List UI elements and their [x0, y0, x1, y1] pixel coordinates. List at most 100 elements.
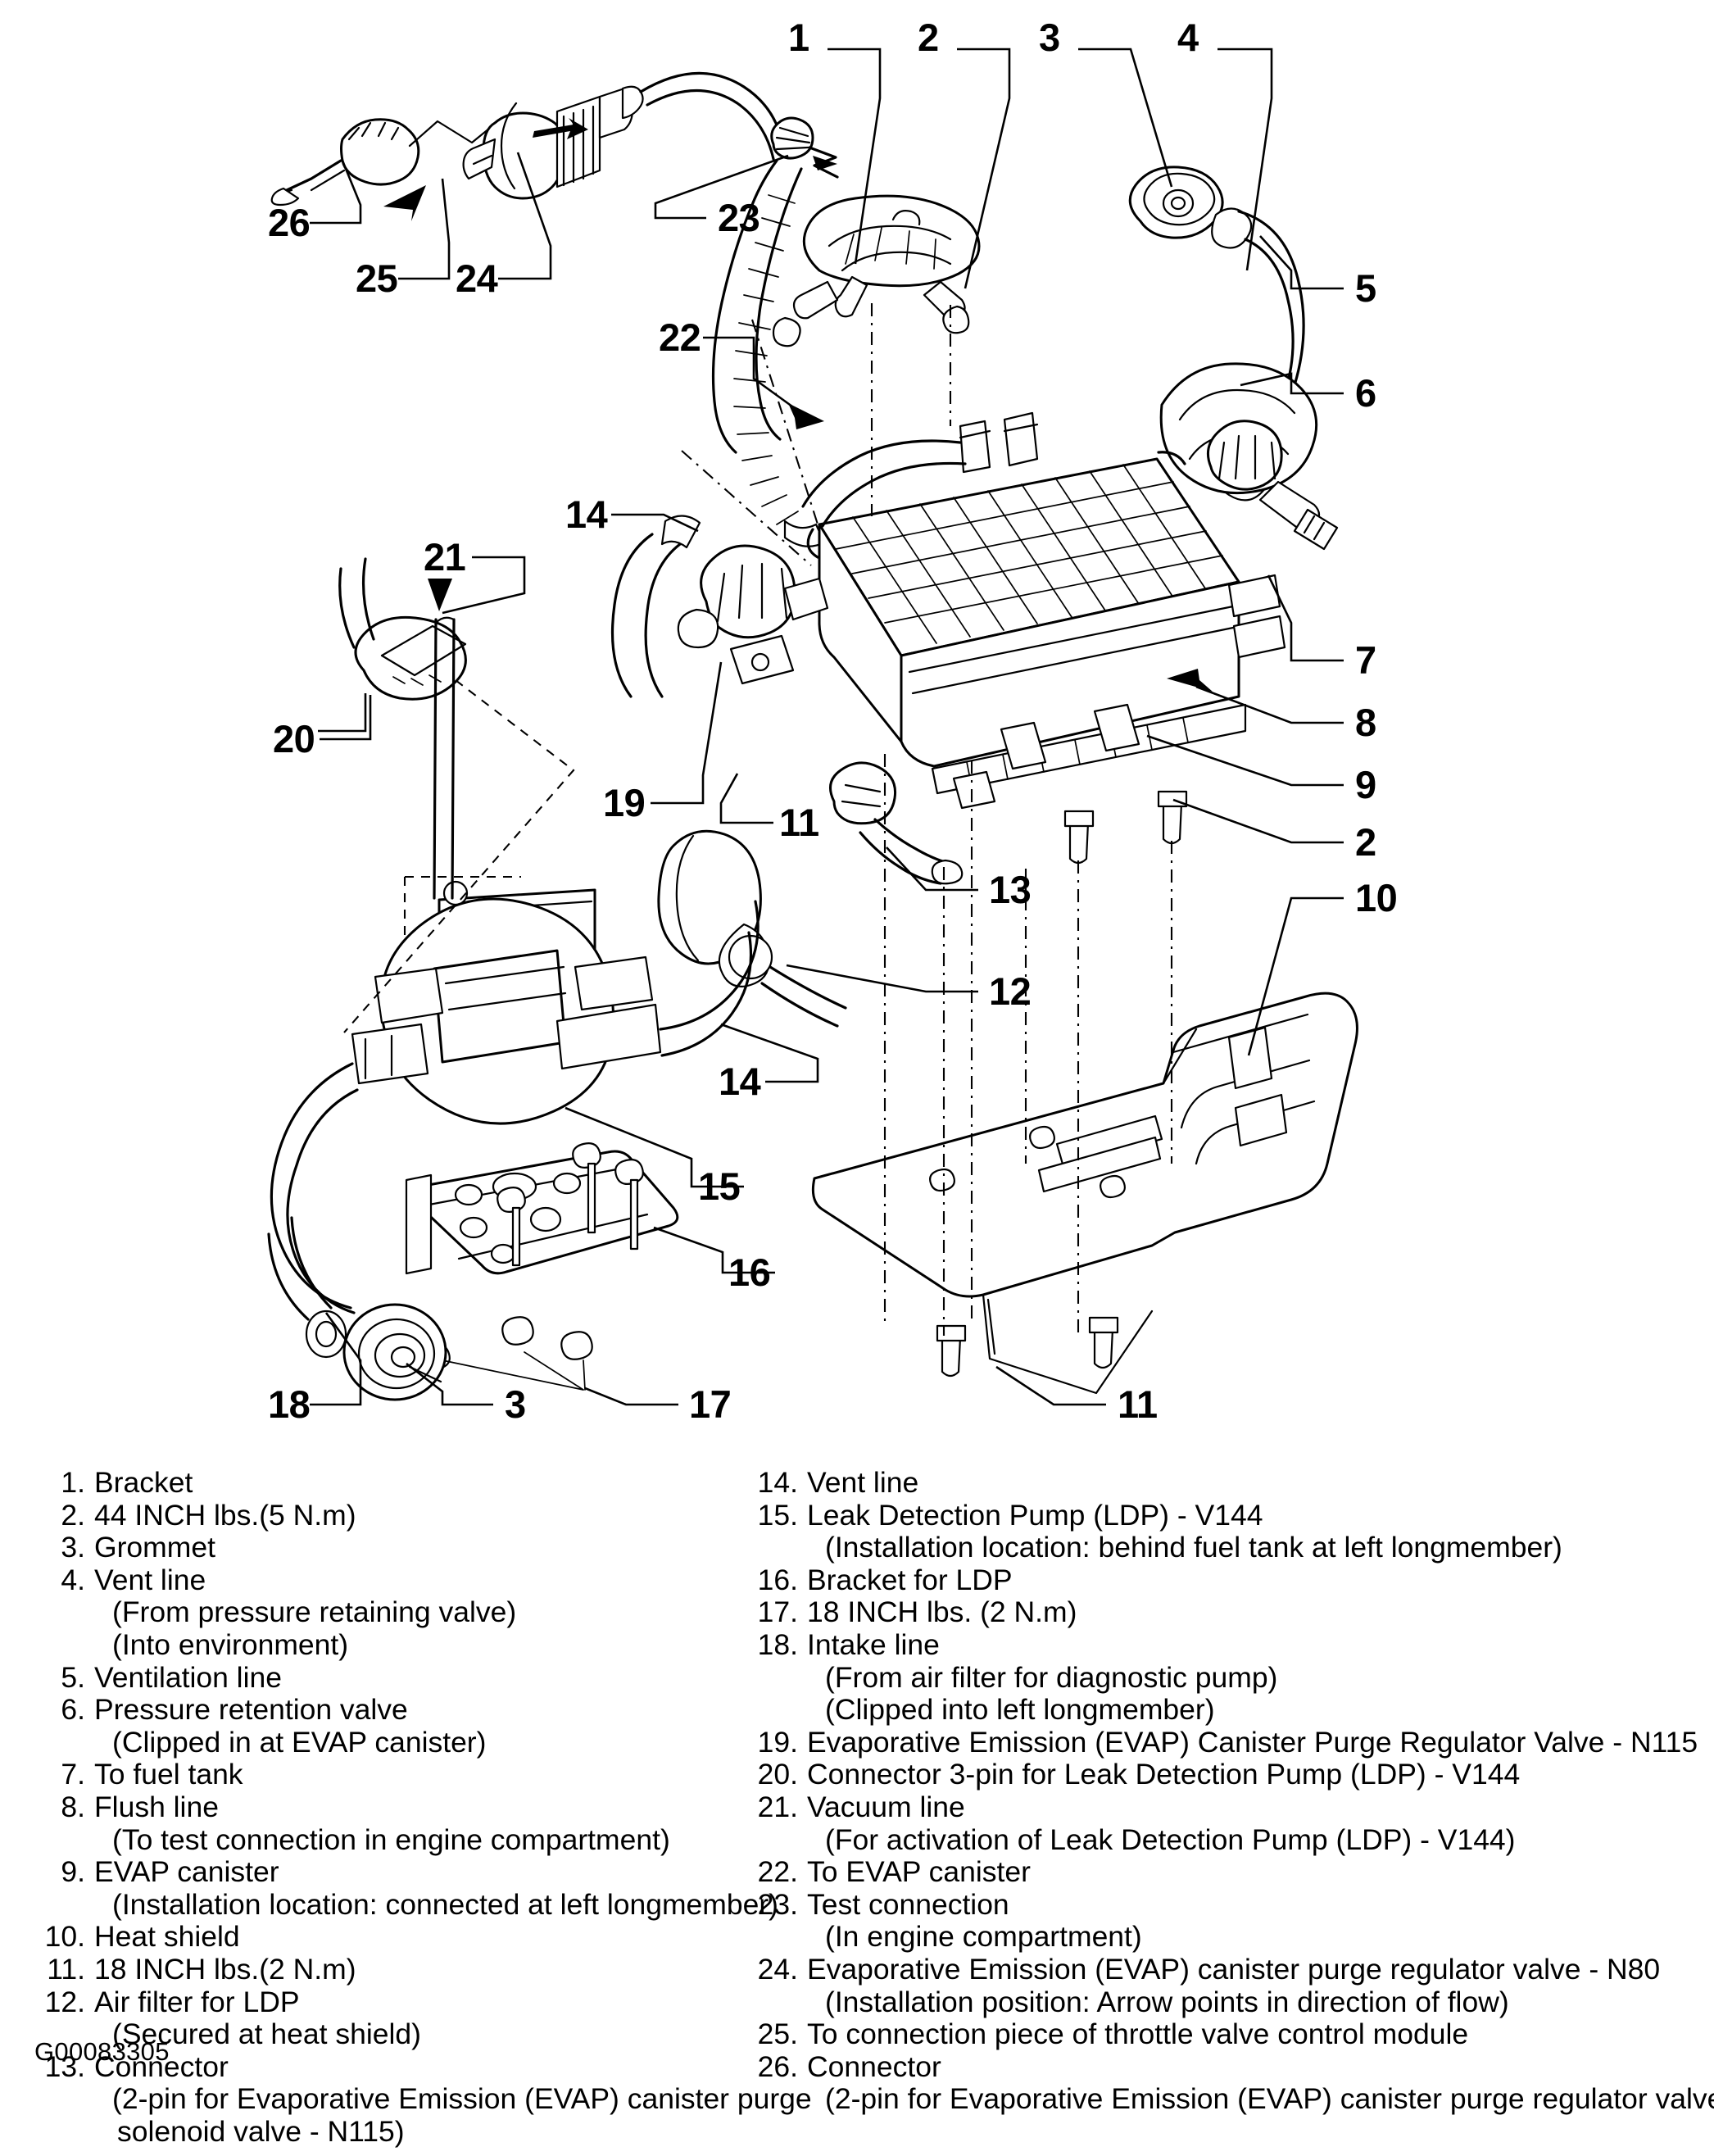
legend-row: 21.Vacuum line	[747, 1791, 1698, 1824]
legend-item-label: Ventilation line	[94, 1660, 282, 1694]
legend-item: 20.Connector 3-pin for Leak Detection Pu…	[747, 1759, 1698, 1791]
legend-item: 23.Test connection(In engine compartment…	[747, 1887, 1698, 1954]
legend-item-note: (Into environment)	[112, 1627, 349, 1661]
legend-item-label: Vent line	[94, 1563, 206, 1596]
legend-item-label: Leak Detection Pump (LDP) - V144	[807, 1498, 1263, 1532]
callout-3: 3	[1039, 16, 1060, 59]
legend-item-number: 25.	[757, 2018, 798, 2051]
legend-item: 17.18 INCH lbs. (2 N.m)	[747, 1596, 1698, 1629]
heat-shield	[811, 790, 1358, 1395]
legend-row: 26.Connector	[747, 2049, 1698, 2084]
legend-item: 21.Vacuum line(For activation of Leak De…	[747, 1791, 1698, 1856]
legend-item-note: (From air filter for diagnostic pump)	[825, 1660, 1278, 1694]
callout-4: 4	[1177, 16, 1199, 59]
callout-11-bottom: 11	[1118, 1382, 1158, 1426]
legend-item-number: 7.	[61, 1758, 85, 1791]
legend-item: 19. Evaporative Emission (EVAP) Canister …	[747, 1725, 1698, 1759]
legend-item-number: 22.	[757, 1855, 798, 1889]
callout-6: 6	[1355, 371, 1376, 415]
connector-2pin-n115	[829, 761, 964, 885]
legend-item-label: Pressure retention valve	[94, 1693, 408, 1727]
legend-row: 24. Evaporative Emission (EVAP) canister …	[747, 1952, 1698, 1986]
callout-20: 20	[273, 717, 315, 760]
callout-22: 22	[659, 315, 701, 359]
legend-item: 18.Intake line(From air filter for diagn…	[747, 1627, 1698, 1727]
grommet-intake-line	[267, 1216, 447, 1401]
callout-7: 7	[1355, 638, 1376, 682]
legend-item-label: Connector 3-pin for Leak Detection Pump …	[807, 1758, 1521, 1791]
figure-code: G00083305	[34, 2037, 170, 2066]
legend-item-number: 5.	[61, 1660, 85, 1694]
legend-row: 19. Evaporative Emission (EVAP) Canister …	[747, 1725, 1698, 1759]
callout-26: 26	[268, 201, 311, 244]
callout-leaders	[310, 48, 1344, 1406]
legend-item: 24. Evaporative Emission (EVAP) canister …	[747, 1952, 1698, 2018]
legend-item-note: (Secured at heat shield)	[112, 2018, 421, 2051]
legend-item-number: 16.	[757, 1563, 798, 1596]
legend-item: 15. Leak Detection Pump (LDP) - V144(Inst…	[747, 1498, 1698, 1564]
legend-item-label: 18 INCH lbs. (2 N.m)	[807, 1595, 1077, 1629]
callout-23: 23	[718, 196, 760, 239]
legend-item-note: (2-pin for Evaporative Emission (EVAP) c…	[825, 2082, 1714, 2116]
legend-item: 6.Pressure retention valve(Clipped in at…	[34, 1694, 772, 1759]
evap-canister	[801, 411, 1286, 810]
legend-item-note: (Installation location: behind fuel tank…	[825, 1531, 1562, 1564]
leak-detection-pump	[270, 875, 760, 1391]
callout-2-right: 2	[1355, 820, 1376, 864]
callout-3-bottom: 3	[505, 1382, 526, 1426]
legend-item: 14.Vent line	[747, 1466, 1698, 1500]
callout-14-upper: 14	[565, 492, 608, 536]
callout-15: 15	[698, 1164, 741, 1208]
legend-item-label: Evaporative Emission (EVAP) canister pur…	[807, 1952, 1661, 1986]
legend-item-label: Test connection	[807, 1887, 1009, 1921]
legend-row: 2. 44 INCH lbs.(5 N.m)	[34, 1498, 772, 1532]
legend-row: 10.Heat shield	[34, 1921, 772, 1954]
legend-item-note: (Clipped into left longmember)	[825, 1693, 1215, 1727]
legend-row: 16.Bracket for LDP	[747, 1564, 1698, 1597]
legend-item-label: EVAP canister	[94, 1855, 279, 1889]
legend-row: 7. To fuel tank	[34, 1759, 772, 1791]
legend-item: 8.Flush line(To test connection in engin…	[34, 1791, 772, 1856]
legend-item-number: 19.	[757, 1725, 798, 1759]
legend-item-label: Intake line	[807, 1627, 940, 1661]
callout-8: 8	[1355, 701, 1376, 744]
legend-item-number: 3.	[61, 1531, 85, 1564]
exploded-view-diagram: .ln{fill:none;stroke:#000;stroke-width:3…	[267, 16, 1398, 1426]
legend-item: 4.Vent line(From pressure retaining valv…	[34, 1564, 772, 1662]
legend-item: 7. To fuel tank	[34, 1759, 772, 1791]
callout-25: 25	[356, 256, 398, 300]
legend-item-label: 44 INCH lbs.(5 N.m)	[94, 1498, 356, 1532]
legend-row: 9. EVAP canister	[34, 1856, 772, 1889]
legend-row: 6.Pressure retention valve	[34, 1694, 772, 1727]
assembly-centerlines	[681, 303, 973, 1328]
legend-item-label: Connector	[94, 2049, 229, 2083]
callout-9: 9	[1355, 763, 1376, 806]
legend-item-label: Bracket	[94, 1466, 193, 1499]
legend-row: 25.To connection piece of throttle valve…	[747, 2018, 1698, 2051]
legend-item-label: To fuel tank	[94, 1758, 243, 1791]
legend-row: 14.Vent line	[747, 1466, 1698, 1500]
legend-item-number: 24.	[757, 1952, 798, 1986]
legend-item-note: (Installation location: connected at lef…	[112, 1887, 778, 1921]
callout-2: 2	[918, 16, 939, 59]
legend-item-label: Evaporative Emission (EVAP) Canister Pur…	[807, 1725, 1698, 1759]
legend-item-number: 21.	[757, 1790, 798, 1823]
legend-item-label: Connector	[807, 2049, 941, 2083]
legend-item-number: 23.	[757, 1887, 798, 1921]
legend-item-label: To EVAP canister	[807, 1855, 1031, 1889]
legend-row: 11.18 INCH lbs.(2 N.m)	[34, 1952, 772, 1986]
legend-item-number: 15.	[757, 1498, 798, 1532]
legend-item-number: 9.	[61, 1855, 85, 1889]
legend-item: 22. To EVAP canister	[747, 1856, 1698, 1889]
legend-item-number: 2.	[61, 1498, 85, 1532]
callout-19: 19	[603, 781, 646, 824]
legend-row: 13.Connector	[34, 2049, 772, 2084]
legend-item-number: 11.	[47, 1952, 85, 1986]
legend-item-number: 8.	[61, 1790, 85, 1823]
legend-item: 16.Bracket for LDP	[747, 1564, 1698, 1597]
connector-3pin-ldp	[318, 557, 575, 1033]
